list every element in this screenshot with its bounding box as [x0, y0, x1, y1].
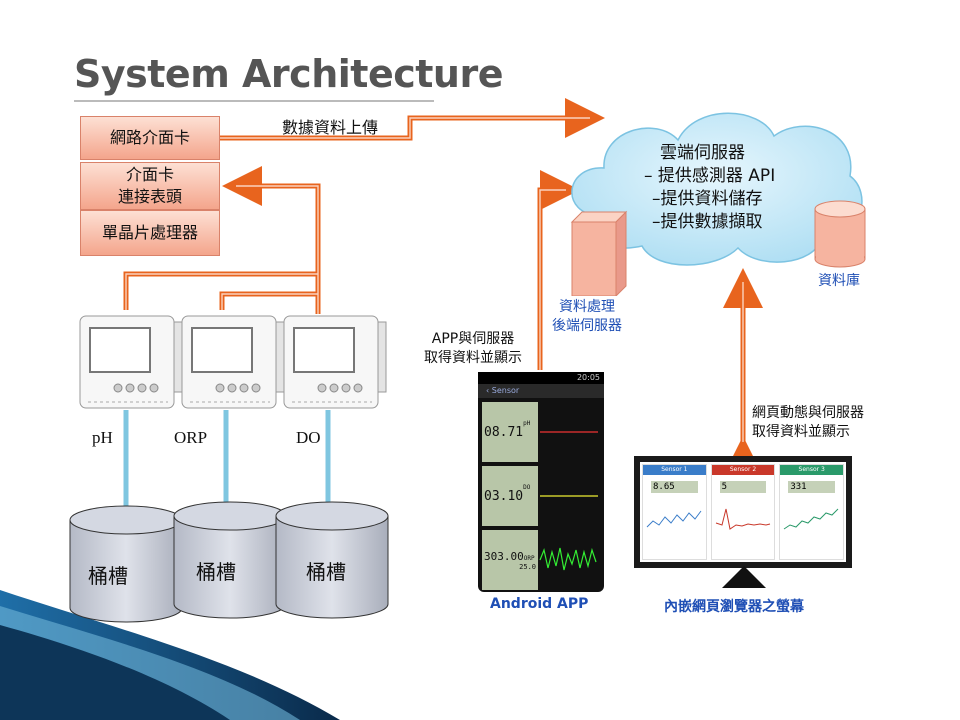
- panel-value-1: 8.65: [653, 482, 675, 492]
- sensor-meters: [79, 315, 387, 409]
- cloud-item-storage: –提供資料儲存: [652, 189, 763, 209]
- reading-unit-ph: pH: [523, 420, 531, 427]
- cloud-item-fetch: –提供數據擷取: [652, 212, 763, 232]
- card-connector-label-1: 介面卡: [125, 165, 174, 184]
- phone-status-time: 20:05: [576, 373, 600, 382]
- panel-value-2: 5: [721, 482, 728, 492]
- dashboard-panel-sensor2: Sensor 2 5: [710, 464, 776, 560]
- panel-value-3: 331: [790, 482, 807, 492]
- app-server-label-line1: APP與伺服器: [431, 331, 515, 347]
- mcu-label: 單晶片處理器: [101, 223, 198, 242]
- orp-sensor-line: [219, 291, 318, 310]
- web-server-label-line1: 網頁動態與伺服器: [752, 405, 864, 421]
- title-underline: [74, 100, 434, 102]
- backend-server-label: 資料處理 後端伺服器: [552, 298, 622, 336]
- orp-meter-icon: [181, 315, 285, 409]
- reading-value-orp: 303.00: [484, 549, 524, 563]
- panel-value-box: 5: [719, 481, 767, 493]
- panel-name-1: Sensor 1: [661, 466, 688, 473]
- reading-value-ph: 08.71: [484, 424, 524, 440]
- sensor-label-orp: ORP: [174, 428, 208, 447]
- network-card-box: 網路介面卡: [80, 116, 220, 160]
- sensor-label-do: DO: [296, 428, 321, 447]
- network-card-label: 網路介面卡: [109, 128, 190, 147]
- cloud-text: 雲端伺服器 – 提供感測器 API –提供資料儲存 –提供數據擷取: [644, 142, 775, 234]
- app-server-label: APP與伺服器 取得資料並顯示: [424, 330, 522, 368]
- database-icon: [814, 200, 866, 268]
- backend-label-line2: 後端伺服器: [552, 318, 622, 334]
- page-title: System Architecture: [74, 52, 503, 96]
- dashboard-panel-header: Sensor 1: [643, 465, 706, 475]
- upload-arrow: [220, 98, 605, 141]
- panel-chart-2: [715, 508, 770, 530]
- web-server-label-line2: 取得資料並顯示: [752, 424, 850, 440]
- reading-extra-orp: 25.0: [519, 562, 536, 571]
- panel-name-2: Sensor 2: [729, 466, 757, 473]
- tanks-layer: [69, 410, 389, 623]
- backend-label-line1: 資料處理: [559, 299, 615, 315]
- tank-3: [275, 501, 389, 619]
- panel-value-box: 331: [788, 481, 836, 493]
- phone-status-bar: 20:05: [478, 372, 604, 384]
- do-meter-icon: [283, 315, 387, 409]
- database-label: 資料庫: [818, 273, 860, 289]
- dashboard-panel-sensor1: Sensor 1 8.65: [642, 464, 707, 560]
- cloud-title: 雲端伺服器: [660, 143, 745, 163]
- mcu-box: 單晶片處理器: [80, 210, 220, 256]
- panel-chart-1: [646, 510, 702, 528]
- cloud-item-api: – 提供感測器 API: [644, 166, 776, 186]
- back-chevron-icon: ‹: [486, 386, 492, 395]
- do-trend-graph: [540, 495, 598, 497]
- card-connector-label-2: 連接表頭: [117, 187, 182, 206]
- reading-unit-orp: ORP: [523, 554, 535, 562]
- monitor-screen: Sensor 1 8.65 Sensor 2 5 Sensor 3 331: [640, 462, 846, 562]
- faint-footer-decoration: [318, 660, 928, 690]
- ph-trend-graph: [540, 431, 598, 433]
- phone-app-bar: ‹ Sensor: [478, 384, 604, 398]
- panel-value-box: 8.65: [651, 481, 698, 493]
- web-browser-monitor: Sensor 1 8.65 Sensor 2 5 Sensor 3 331: [634, 456, 852, 568]
- web-server-label: 網頁動態與伺服器 取得資料並顯示: [752, 404, 864, 442]
- upload-label: 數據資料上傳: [282, 118, 379, 137]
- reading-value-do: 03.10: [484, 488, 524, 504]
- tank-1: [69, 505, 183, 623]
- sensor-label-ph: pH: [92, 428, 113, 447]
- card-connector-box: 介面卡連接表頭: [80, 162, 220, 210]
- panel-chart-3: [784, 508, 839, 530]
- monitor-stand: [722, 566, 766, 588]
- lcd-display: 303.00ORP 25.0: [482, 530, 538, 590]
- phone-app-title: Sensor: [491, 386, 520, 395]
- tank-label-1: 桶槽: [88, 564, 128, 588]
- backend-server-icon: [570, 210, 628, 296]
- dashboard-panel-header: Sensor 3: [780, 465, 844, 475]
- reading-unit-do: DO: [523, 484, 531, 491]
- cloud-shape: [571, 112, 863, 266]
- tank-label-3: 桶槽: [306, 560, 346, 584]
- ph-meter-icon: [79, 315, 183, 409]
- app-server-label-line2: 取得資料並顯示: [424, 350, 522, 366]
- phone-reading-row: 303.00ORP 25.0: [482, 530, 600, 590]
- orp-trend-graph: [539, 547, 597, 571]
- dashboard-panel-header: Sensor 2: [711, 465, 775, 475]
- browser-screen-label: 內嵌網頁瀏覽器之螢幕: [664, 599, 804, 615]
- panel-name-3: Sensor 3: [798, 466, 825, 473]
- android-app-label: Android APP: [490, 596, 589, 612]
- tank-label-2: 桶槽: [196, 560, 236, 584]
- dashboard-panel-sensor3: Sensor 3 331: [779, 464, 845, 560]
- tank-2: [173, 501, 287, 619]
